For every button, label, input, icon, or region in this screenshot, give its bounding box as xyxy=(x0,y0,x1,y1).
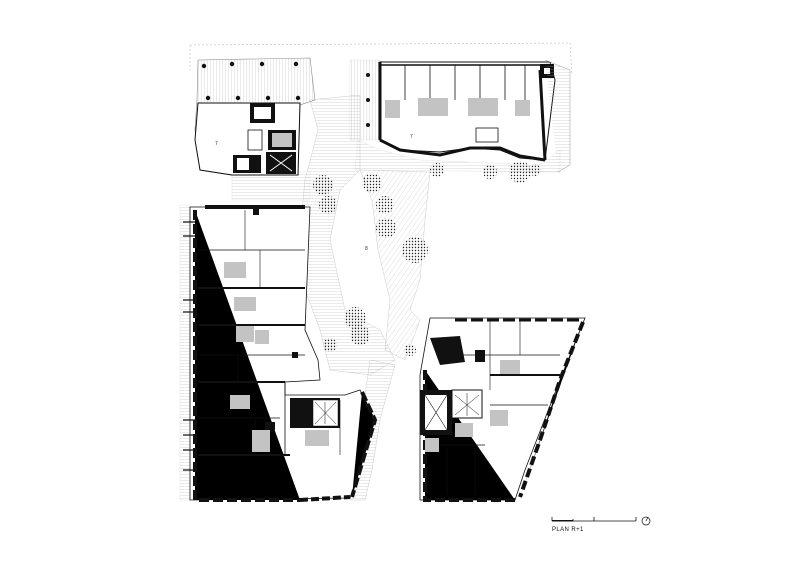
building-west xyxy=(183,205,378,502)
building-northwest: 7 xyxy=(194,57,316,176)
north-arrow-icon xyxy=(641,516,651,526)
plan-caption: PLAN R+1 xyxy=(552,527,584,533)
building-southeast xyxy=(419,317,586,502)
room-label: 7 xyxy=(215,141,218,147)
courtyard-decking xyxy=(179,59,561,501)
building-northeast: 7 xyxy=(366,59,571,173)
room-label: 7 xyxy=(410,134,413,140)
room-label: 8 xyxy=(365,246,368,252)
landscape-trees: 8 xyxy=(313,161,541,356)
scale-bar xyxy=(551,517,637,522)
site-boundary xyxy=(189,42,573,76)
